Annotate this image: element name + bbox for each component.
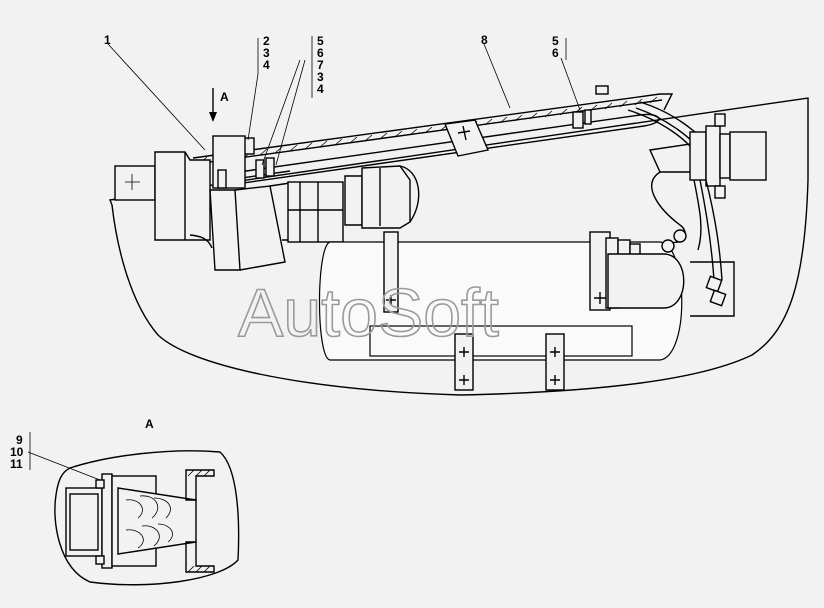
callout-11: 11: [10, 457, 23, 471]
callout-5: 5: [317, 34, 324, 48]
detail-title: A: [145, 417, 154, 431]
callout-2: 2: [263, 34, 270, 48]
callout-4b: 4: [317, 82, 324, 96]
middle-motor: [269, 165, 420, 243]
callout-numbers: 1 2 3 4 5 6 7 3 4 8 5 6: [104, 33, 559, 96]
callout-7: 7: [317, 58, 324, 72]
tank: [318, 231, 735, 391]
callout-10: 10: [10, 445, 24, 459]
callout-1: 1: [104, 33, 111, 47]
callout-6b: 6: [552, 46, 559, 60]
callout-9: 9: [16, 433, 23, 447]
callout-3b: 3: [317, 70, 324, 84]
rod: [217, 113, 660, 187]
callout-4: 4: [263, 58, 270, 72]
view-arrow: A: [209, 88, 229, 122]
callout-3: 3: [263, 46, 270, 60]
watermark: AutoSoft: [238, 275, 499, 351]
detail-view-a: A 9 10 11: [10, 417, 240, 586]
detail-part: [65, 469, 215, 573]
main-view-outline: [109, 97, 809, 396]
left-fasteners: [212, 135, 275, 189]
rod-clamp: [444, 109, 592, 157]
callout-8: 8: [481, 33, 488, 47]
main-view: A 1 2 3 4 5 6 7 3 4 8 5 6: [104, 33, 809, 396]
left-housing: [114, 151, 286, 271]
detail-callouts: 9 10 11: [10, 432, 101, 481]
callout-6: 6: [317, 46, 324, 60]
leader-lines: [107, 36, 581, 166]
detail-outline: [54, 450, 240, 586]
view-arrow-label: A: [220, 90, 229, 104]
right-connector: [627, 101, 767, 307]
callout-5b: 5: [552, 34, 559, 48]
